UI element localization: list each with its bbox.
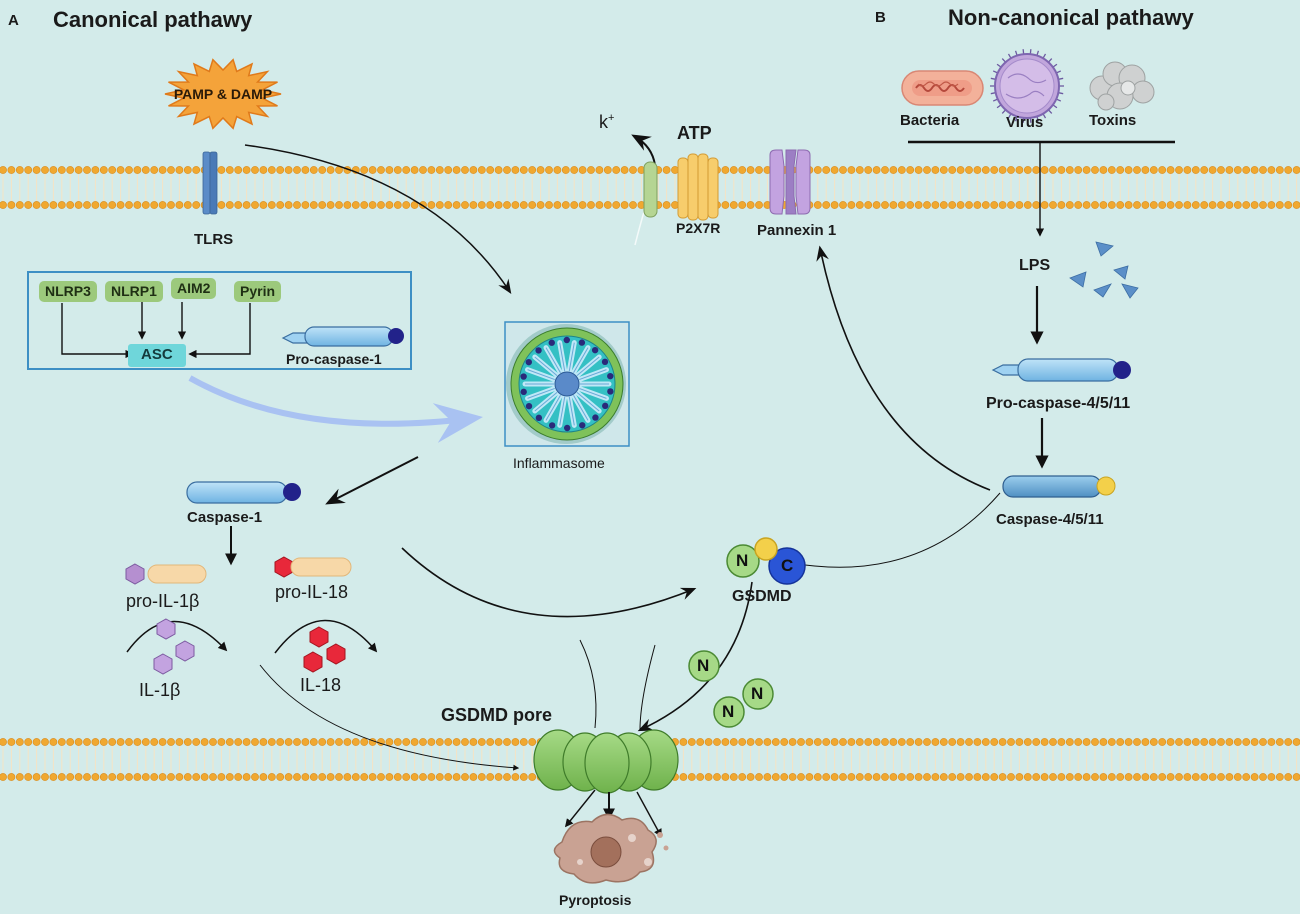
lps-triangles xyxy=(1069,241,1139,299)
caspase4-to-gsdmd-arrow xyxy=(790,492,1001,568)
il-1b-label: IL-1β xyxy=(139,680,181,700)
potassium-label: k+ xyxy=(599,112,615,132)
p2x7r-receptor xyxy=(677,153,719,221)
p2x7r-label: P2X7R xyxy=(676,220,721,236)
sensor-nlrp3: NLRP3 xyxy=(39,281,97,303)
gsdmd-c-domain-label: C xyxy=(781,556,794,575)
cytokines-to-pore-line xyxy=(259,664,520,771)
pyroptosis-label: Pyroptosis xyxy=(559,892,632,908)
pro-caspase-4-5-11-label: Pro-caspase-4/5/11 xyxy=(986,395,1131,412)
pro-il-1b-label: pro-IL-1β xyxy=(126,591,200,611)
virus-icon xyxy=(990,49,1064,123)
caspase-1-molecule xyxy=(186,481,301,504)
caspase-1-label: Caspase-1 xyxy=(187,509,263,526)
toxins-icon xyxy=(1089,61,1155,111)
inflammasome-structure xyxy=(504,321,630,447)
inflammasome-label: Inflammasome xyxy=(513,455,605,471)
atp-label: ATP xyxy=(677,123,712,143)
panel-b-letter: B xyxy=(875,9,886,26)
gsdmd-label: GSDMD xyxy=(732,588,792,605)
tlr-label: TLRS xyxy=(194,231,234,248)
pannexin-label: Pannexin 1 xyxy=(757,222,837,239)
sensor-nlrp1: NLRP1 xyxy=(105,281,163,303)
inflammasome-to-caspase1-arrow xyxy=(325,456,419,505)
caspase1-to-gsdmd-arrow xyxy=(401,547,697,618)
gsdmd-n-domain-label: N xyxy=(736,551,749,570)
sensor-aim2: AIM2 xyxy=(171,278,217,300)
il1b-cleavage-arrow xyxy=(126,620,228,653)
panel-b-title: Non-canonical pathawy xyxy=(948,5,1194,30)
bacteria-label: Bacteria xyxy=(900,112,960,129)
caspase-4-5-11-label: Caspase-4/5/11 xyxy=(996,511,1104,528)
pamp-damp-starburst xyxy=(164,58,282,130)
pore-guide-line-2 xyxy=(579,639,597,729)
pro-il-18-molecule xyxy=(274,556,352,578)
pro-caspase-1-label: Pro-caspase-1 xyxy=(286,351,382,367)
caspase-4-5-11-molecule xyxy=(1002,475,1116,498)
asc-to-inflammasome-arrow xyxy=(188,375,483,443)
pore-to-pyroptosis-left-arrow xyxy=(564,789,596,828)
tlr-receptor xyxy=(202,151,218,215)
pyroptotic-cell xyxy=(553,813,669,884)
panel-a-title: Canonical pathawy xyxy=(53,7,253,32)
il18-cleavage-arrow xyxy=(274,619,378,654)
pamp-damp-label: PAMP & DAMP xyxy=(173,86,273,102)
pro-il-1b-molecule xyxy=(125,563,207,585)
n-fragment-label-2: N xyxy=(722,702,735,721)
pro-caspase-4-5-11-molecule xyxy=(991,358,1131,382)
asc-adaptor: ASC xyxy=(128,344,186,367)
inflammasome-sensor-box xyxy=(27,271,412,370)
bacteria-icon xyxy=(901,70,984,106)
pore-to-pyroptosis-right-arrow xyxy=(636,791,662,838)
virus-label: Virus xyxy=(1006,114,1044,131)
gsdmd-full-length xyxy=(726,537,806,585)
il-18-label: IL-18 xyxy=(300,675,342,695)
potassium-channel xyxy=(643,161,658,218)
il-18-hexagons xyxy=(303,626,346,673)
caspase4-to-pannexin-arrow xyxy=(816,245,991,491)
toxins-label: Toxins xyxy=(1089,112,1137,129)
gsdmd-n-fragments xyxy=(688,650,774,728)
potassium-efflux-arrow xyxy=(631,134,656,166)
nlrp3-to-asc-arrow xyxy=(61,303,134,359)
pannexin-1-channel xyxy=(769,149,811,215)
lps-label: LPS xyxy=(1019,257,1051,274)
sensor-pyrin: Pyrin xyxy=(234,281,282,303)
gsdmd-pore xyxy=(533,729,679,794)
panel-a-letter: A xyxy=(8,12,19,29)
pro-caspase-1-molecule xyxy=(281,326,404,347)
n-fragment-label-1: N xyxy=(697,656,710,675)
gsdmd-pore-label: GSDMD pore xyxy=(441,705,553,725)
pro-il-18-label: pro-IL-18 xyxy=(275,582,349,602)
il-1b-hexagons xyxy=(153,618,195,675)
tlr-to-inflammasome-arrow xyxy=(244,144,512,295)
pyrin-to-asc-arrow xyxy=(188,303,251,359)
n-fragment-label-3: N xyxy=(751,684,764,703)
pore-guide-line xyxy=(639,644,656,731)
